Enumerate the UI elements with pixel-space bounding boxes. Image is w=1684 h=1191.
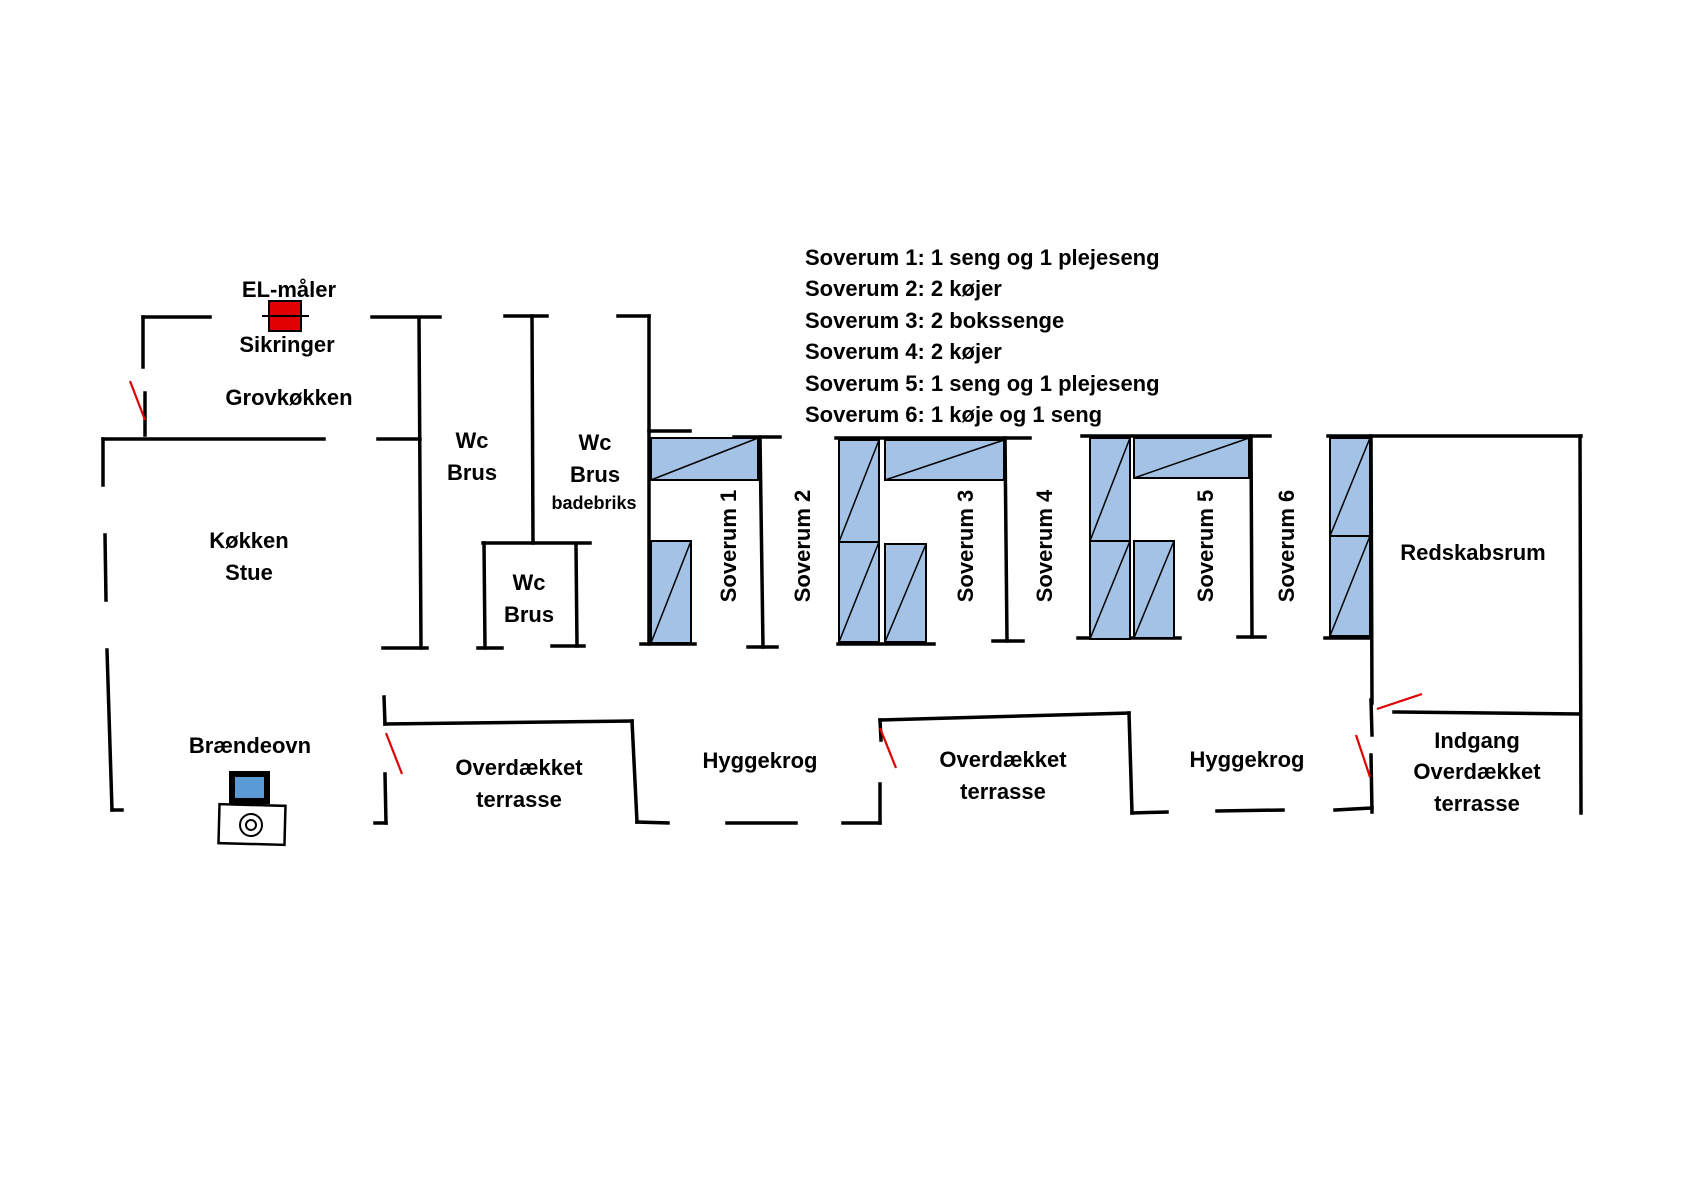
braendeovn-label: Brændeovn [189,733,311,758]
doors [128,380,1423,778]
terrasse2-label-a: Overdækket [939,747,1067,772]
hyggekrog1-label: Hyggekrog [703,748,818,773]
bed [1329,437,1371,537]
wc2-wc-label: Wc [579,430,612,455]
soverum4-label: Soverum 4 [1032,489,1057,602]
bed [1133,540,1175,639]
soverum1-label: Soverum 1 [716,490,741,603]
electric-meter-icon [262,300,309,332]
soverum2-label: Soverum 2 [790,490,815,603]
legend-item: Soverum 4: 2 køjer [805,339,1002,364]
wc1-brus-label: Brus [447,460,497,485]
stue-label: Stue [225,560,273,585]
wc1-wc-label: Wc [456,428,489,453]
grovkoekken-label: Grovkøkken [225,385,352,410]
bed [838,541,880,643]
bed [650,437,759,481]
legend-item: Soverum 6: 1 køje og 1 seng [805,402,1102,427]
bed [1089,437,1131,542]
indgang-label-a: Indgang [1434,728,1520,753]
legend-item: Soverum 2: 2 køjer [805,276,1002,301]
wc3-brus-label: Brus [504,602,554,627]
koekken-label: Køkken [209,528,288,553]
terrasse2-label-b: terrasse [960,779,1046,804]
beds [650,437,1371,644]
bed [1089,540,1131,640]
bed [1329,535,1371,637]
soverum3-label: Soverum 3 [953,490,978,603]
legend-item: Soverum 3: 2 bokssenge [805,308,1064,333]
room-labels: EL-måler Sikringer Grovkøkken Køkken Stu… [189,277,1546,816]
soverum6-label: Soverum 6 [1274,490,1299,603]
terrasse1-label-a: Overdækket [455,755,583,780]
bed [1133,437,1250,479]
legend-item: Soverum 1: 1 seng og 1 plejeseng [805,245,1160,270]
soverum5-label: Soverum 5 [1193,490,1218,603]
wc3-wc-label: Wc [513,570,546,595]
terrasse1-label-b: terrasse [476,787,562,812]
bed [838,439,880,543]
stove-icon [217,771,287,847]
hyggekrog2-label: Hyggekrog [1190,747,1305,772]
wc2-badebriks-label: badebriks [551,493,636,513]
sikringer-label: Sikringer [239,332,335,357]
wc2-brus-label: Brus [570,462,620,487]
legend: Soverum 1: 1 seng og 1 plejeseng Soverum… [805,245,1160,427]
bed [884,439,1005,481]
bed [884,543,927,643]
walls [101,314,1583,825]
indgang-label-b: Overdækket [1413,759,1541,784]
indgang-label-c: terrasse [1434,791,1520,816]
legend-item: Soverum 5: 1 seng og 1 plejeseng [805,371,1160,396]
bed [650,540,692,644]
el-maaler-label: EL-måler [242,277,337,302]
redskabsrum-label: Redskabsrum [1400,540,1546,565]
